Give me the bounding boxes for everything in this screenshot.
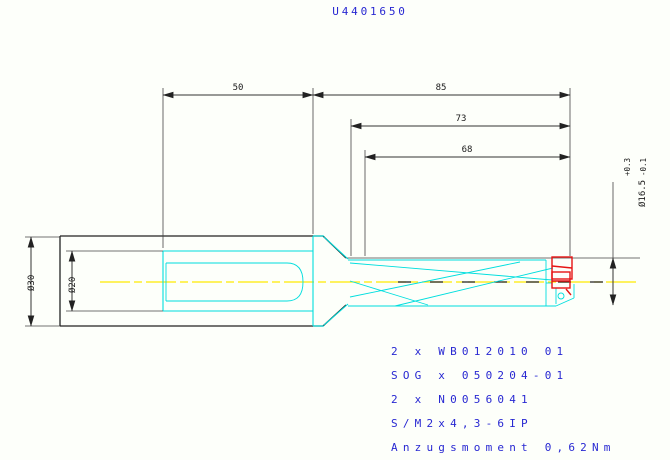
note-line: 2 x WB012010 01 [391,345,569,358]
dimension-shank-diameter: Ø20 [66,250,163,312]
dimension-tip-diameter: Ø16.5 +0.3 -0.1 [609,158,648,306]
dim-label-73: 73 [456,114,467,124]
dimension-73: 73 [350,114,571,256]
dimension-shank-length: 50 [162,83,314,248]
note-line: S/M2x4,3-6IP [391,417,533,430]
dim-label-shank-diameter: Ø20 [67,277,78,293]
indexable-inserts [551,256,573,296]
note-line: Anzugsmoment 0,62Nm [391,441,616,454]
dim-label-50: 50 [233,83,244,93]
dim-label-holder-diameter: Ø30 [26,275,37,291]
note-line: 2 x N0056041 [391,393,533,406]
dimension-flute-overall: 85 [312,83,571,256]
dimension-68: 68 [364,145,571,256]
dimension-holder-diameter: Ø30 [25,236,60,327]
note-line: SOG x 050204-01 [391,369,569,382]
drawing-title: U4401650 [332,5,408,18]
assembly-notes: 2 x WB012010 01 SOG x 050204-01 2 x N005… [391,340,616,460]
dim-label-tip-diameter: Ø16.5 [637,180,648,207]
dim-label-85: 85 [436,83,447,93]
dim-label-tip-tol-lower: -0.1 [639,158,648,176]
dim-label-68: 68 [462,145,473,155]
dim-label-tip-tol-upper: +0.3 [623,158,632,176]
drill-contour [162,235,575,327]
